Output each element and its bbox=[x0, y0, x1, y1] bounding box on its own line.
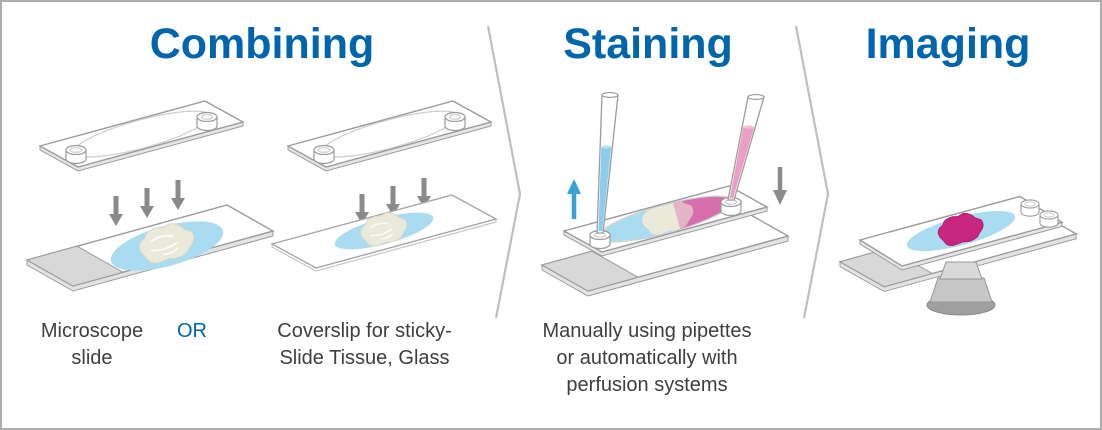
flow-up-arrow-icon bbox=[567, 179, 581, 219]
flow-down-arrow-icon bbox=[773, 167, 787, 205]
sticky-slide-chamber-icon bbox=[40, 101, 243, 171]
staining-title: Staining bbox=[563, 20, 733, 68]
combining-option-coverslip-illustration bbox=[270, 94, 498, 272]
pipette-pink-icon bbox=[727, 94, 765, 201]
section-divider bbox=[794, 25, 830, 319]
microscope-slide-icon bbox=[26, 204, 274, 292]
imaging-illustration bbox=[839, 195, 1077, 316]
combining-title: Combining bbox=[149, 20, 375, 68]
stained-slide-icon bbox=[839, 195, 1077, 293]
staining-caption: Manually using pipettes or automatically… bbox=[542, 320, 752, 396]
section-divider bbox=[486, 25, 522, 319]
objective-icon bbox=[926, 261, 996, 316]
staining-illustration bbox=[541, 92, 789, 297]
or-label: OR bbox=[177, 320, 207, 342]
imaging-title: Imaging bbox=[865, 20, 1031, 68]
microscope-slide-label: Microscope slide bbox=[40, 320, 144, 369]
pipette-blue-icon bbox=[596, 92, 619, 234]
combining-option-slide-illustration bbox=[26, 92, 274, 292]
sticky-slide-chamber-icon bbox=[288, 101, 491, 171]
coverslip-icon bbox=[270, 194, 498, 272]
stained-slide-icon bbox=[541, 185, 789, 297]
coverslip-label: Coverslip for sticky- Slide Tissue, Glas… bbox=[277, 320, 452, 369]
